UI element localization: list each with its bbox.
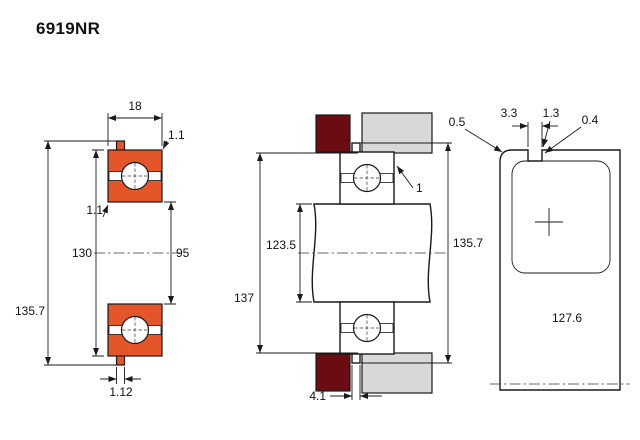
dim-bore-diameter: 95 bbox=[164, 201, 190, 305]
bore-contour bbox=[511, 160, 611, 274]
dim-corner-radius: 0.5 bbox=[449, 115, 503, 153]
dim-label-width: 18 bbox=[128, 99, 142, 113]
dim-snap-ring-diameter: 135.7 bbox=[15, 140, 116, 366]
ball-center-mark bbox=[354, 165, 380, 191]
dim-label-shaft-abutment-diameter: 123.5 bbox=[266, 238, 296, 252]
dim-label-corner-radius: 0.5 bbox=[449, 115, 466, 129]
dim-label-groove-offset: 4.1 bbox=[309, 389, 326, 403]
ball-center-mark bbox=[354, 315, 380, 341]
extension-line bbox=[44, 140, 116, 366]
dim-groove-offset: 4.1 bbox=[309, 365, 382, 403]
dim-inner-chamfer: 1.1 bbox=[86, 203, 109, 218]
dim-land-width: 1.3 bbox=[542, 106, 560, 148]
dim-label-snap-ring-diameter-mounted: 135.7 bbox=[453, 236, 483, 250]
extension-line bbox=[116, 367, 125, 384]
dim-outer-chamfer: 1.1 bbox=[162, 128, 185, 150]
dim-groove-width: 3.3 bbox=[501, 106, 558, 147]
leader-line bbox=[162, 140, 170, 150]
ball-center-mark bbox=[122, 163, 148, 189]
dim-label-outer-diameter: 130 bbox=[72, 246, 92, 260]
dim-outer-diameter: 130 bbox=[72, 149, 104, 357]
dim-label-snap-ring-protrusion: 1.12 bbox=[109, 385, 133, 399]
dim-label-groove-width: 3.3 bbox=[501, 106, 518, 120]
extension-line bbox=[361, 142, 452, 364]
dim-label-land-width: 1.3 bbox=[543, 106, 560, 120]
dim-housing-bore-diameter: 137 bbox=[234, 152, 358, 354]
leader-line bbox=[102, 204, 109, 218]
dim-label-groove-diameter: 127.6 bbox=[552, 311, 582, 325]
dim-label-edge-radius: 0.4 bbox=[582, 113, 599, 127]
front-view: 18 1.1 1.1 130 95 135.7 bbox=[15, 99, 190, 399]
leader-line bbox=[542, 120, 551, 148]
leader-line bbox=[396, 165, 414, 189]
dim-snap-ring-diameter-mounted: 135.7 bbox=[361, 142, 483, 364]
dim-shaft-abutment-diameter: 123.5 bbox=[266, 203, 312, 303]
dim-label-outer-chamfer: 1.1 bbox=[168, 128, 185, 142]
extension-line bbox=[351, 365, 361, 400]
mounted-view: 123.5 137 1 135.7 4.1 bbox=[234, 112, 483, 403]
dim-width: 18 bbox=[107, 99, 163, 146]
dim-label-housing-bore-diameter: 137 bbox=[234, 291, 254, 305]
abutment-block-top bbox=[315, 114, 351, 153]
housing-detail-view: 0.5 3.3 1.3 0.4 127.6 bbox=[449, 106, 630, 391]
abutment-block-bottom bbox=[315, 353, 351, 392]
dim-edge-radius: 0.4 bbox=[544, 113, 599, 154]
leader-line bbox=[464, 128, 503, 153]
housing-outline bbox=[499, 149, 621, 391]
dim-side-clearance: 1 bbox=[396, 165, 423, 195]
housing-plate-top bbox=[361, 112, 433, 154]
dim-label-side-clearance: 1 bbox=[416, 181, 423, 195]
drawing-title: 6919NR bbox=[36, 19, 100, 38]
ball-center-mark bbox=[122, 317, 148, 343]
dim-snap-ring-protrusion: 1.12 bbox=[100, 367, 141, 399]
extension-line bbox=[527, 122, 543, 147]
leader-line bbox=[544, 126, 582, 154]
housing-plate-bottom bbox=[361, 352, 433, 394]
dim-label-inner-chamfer: 1.1 bbox=[86, 203, 103, 217]
center-cross-mark bbox=[535, 208, 563, 236]
dim-label-snap-ring-diameter: 135.7 bbox=[15, 304, 45, 318]
dim-label-bore-diameter: 95 bbox=[176, 246, 190, 260]
extension-line bbox=[256, 152, 358, 354]
